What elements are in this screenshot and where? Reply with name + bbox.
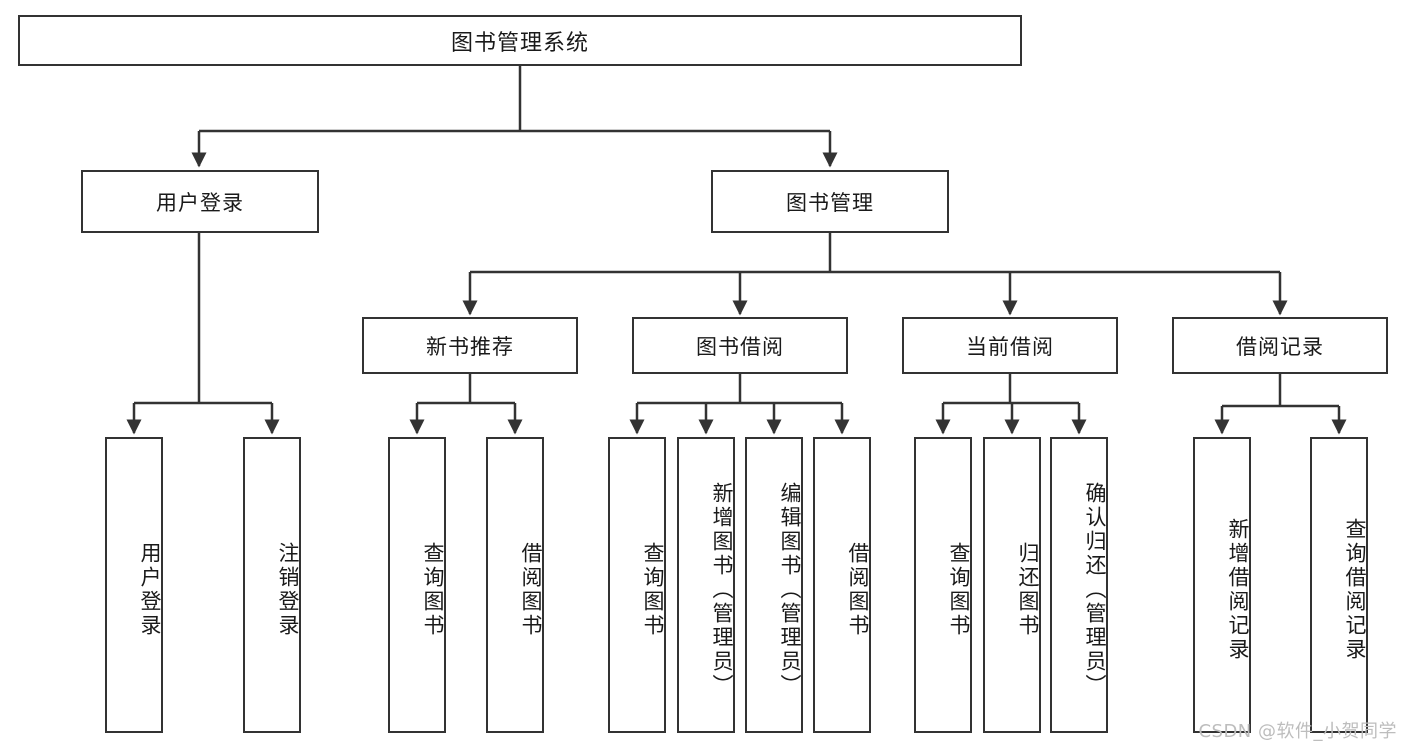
node-user-login[interactable]: 用户登录 <box>81 170 319 233</box>
leaf-label: 查询图书 <box>947 542 971 638</box>
leaf-label: 查询图书 <box>641 542 665 638</box>
leaf-borrow-record-add[interactable]: 新增借阅记录 <box>1193 437 1251 733</box>
leaf-label: 新增图书（管理员） <box>710 482 734 698</box>
csdn-watermark: CSDN @软件_小贺同学 <box>1198 721 1397 742</box>
leaf-book-borrow-add[interactable]: 新增图书（管理员） <box>677 437 735 733</box>
node-borrow-record[interactable]: 借阅记录 <box>1172 317 1388 374</box>
leaf-label: 查询借阅记录 <box>1343 518 1367 662</box>
leaf-book-borrow-lend[interactable]: 借阅图书 <box>813 437 871 733</box>
leaf-book-borrow-query[interactable]: 查询图书 <box>608 437 666 733</box>
leaf-label: 确认归还（管理员） <box>1083 482 1107 698</box>
leaf-current-borrow-confirm[interactable]: 确认归还（管理员） <box>1050 437 1108 733</box>
leaf-label: 归还图书 <box>1016 542 1040 638</box>
leaf-label: 查询图书 <box>421 542 445 638</box>
leaf-label: 编辑图书（管理员） <box>778 482 802 698</box>
leaf-label: 用户登录 <box>138 542 162 638</box>
leaf-new-book-query[interactable]: 查询图书 <box>388 437 446 733</box>
leaf-label: 借阅图书 <box>519 542 543 638</box>
leaf-current-borrow-return[interactable]: 归还图书 <box>983 437 1041 733</box>
leaf-label: 注销登录 <box>276 542 300 638</box>
leaf-user-login-signin[interactable]: 用户登录 <box>105 437 163 733</box>
node-book-borrow[interactable]: 图书借阅 <box>632 317 848 374</box>
leaf-user-login-signout[interactable]: 注销登录 <box>243 437 301 733</box>
node-new-book-recommend[interactable]: 新书推荐 <box>362 317 578 374</box>
leaf-borrow-record-query[interactable]: 查询借阅记录 <box>1310 437 1368 733</box>
node-current-borrow[interactable]: 当前借阅 <box>902 317 1118 374</box>
leaf-label: 新增借阅记录 <box>1226 518 1250 662</box>
leaf-label: 借阅图书 <box>846 542 870 638</box>
node-book-management[interactable]: 图书管理 <box>711 170 949 233</box>
node-root-system[interactable]: 图书管理系统 <box>18 15 1022 66</box>
leaf-book-borrow-edit[interactable]: 编辑图书（管理员） <box>745 437 803 733</box>
leaf-new-book-borrow[interactable]: 借阅图书 <box>486 437 544 733</box>
leaf-current-borrow-query[interactable]: 查询图书 <box>914 437 972 733</box>
